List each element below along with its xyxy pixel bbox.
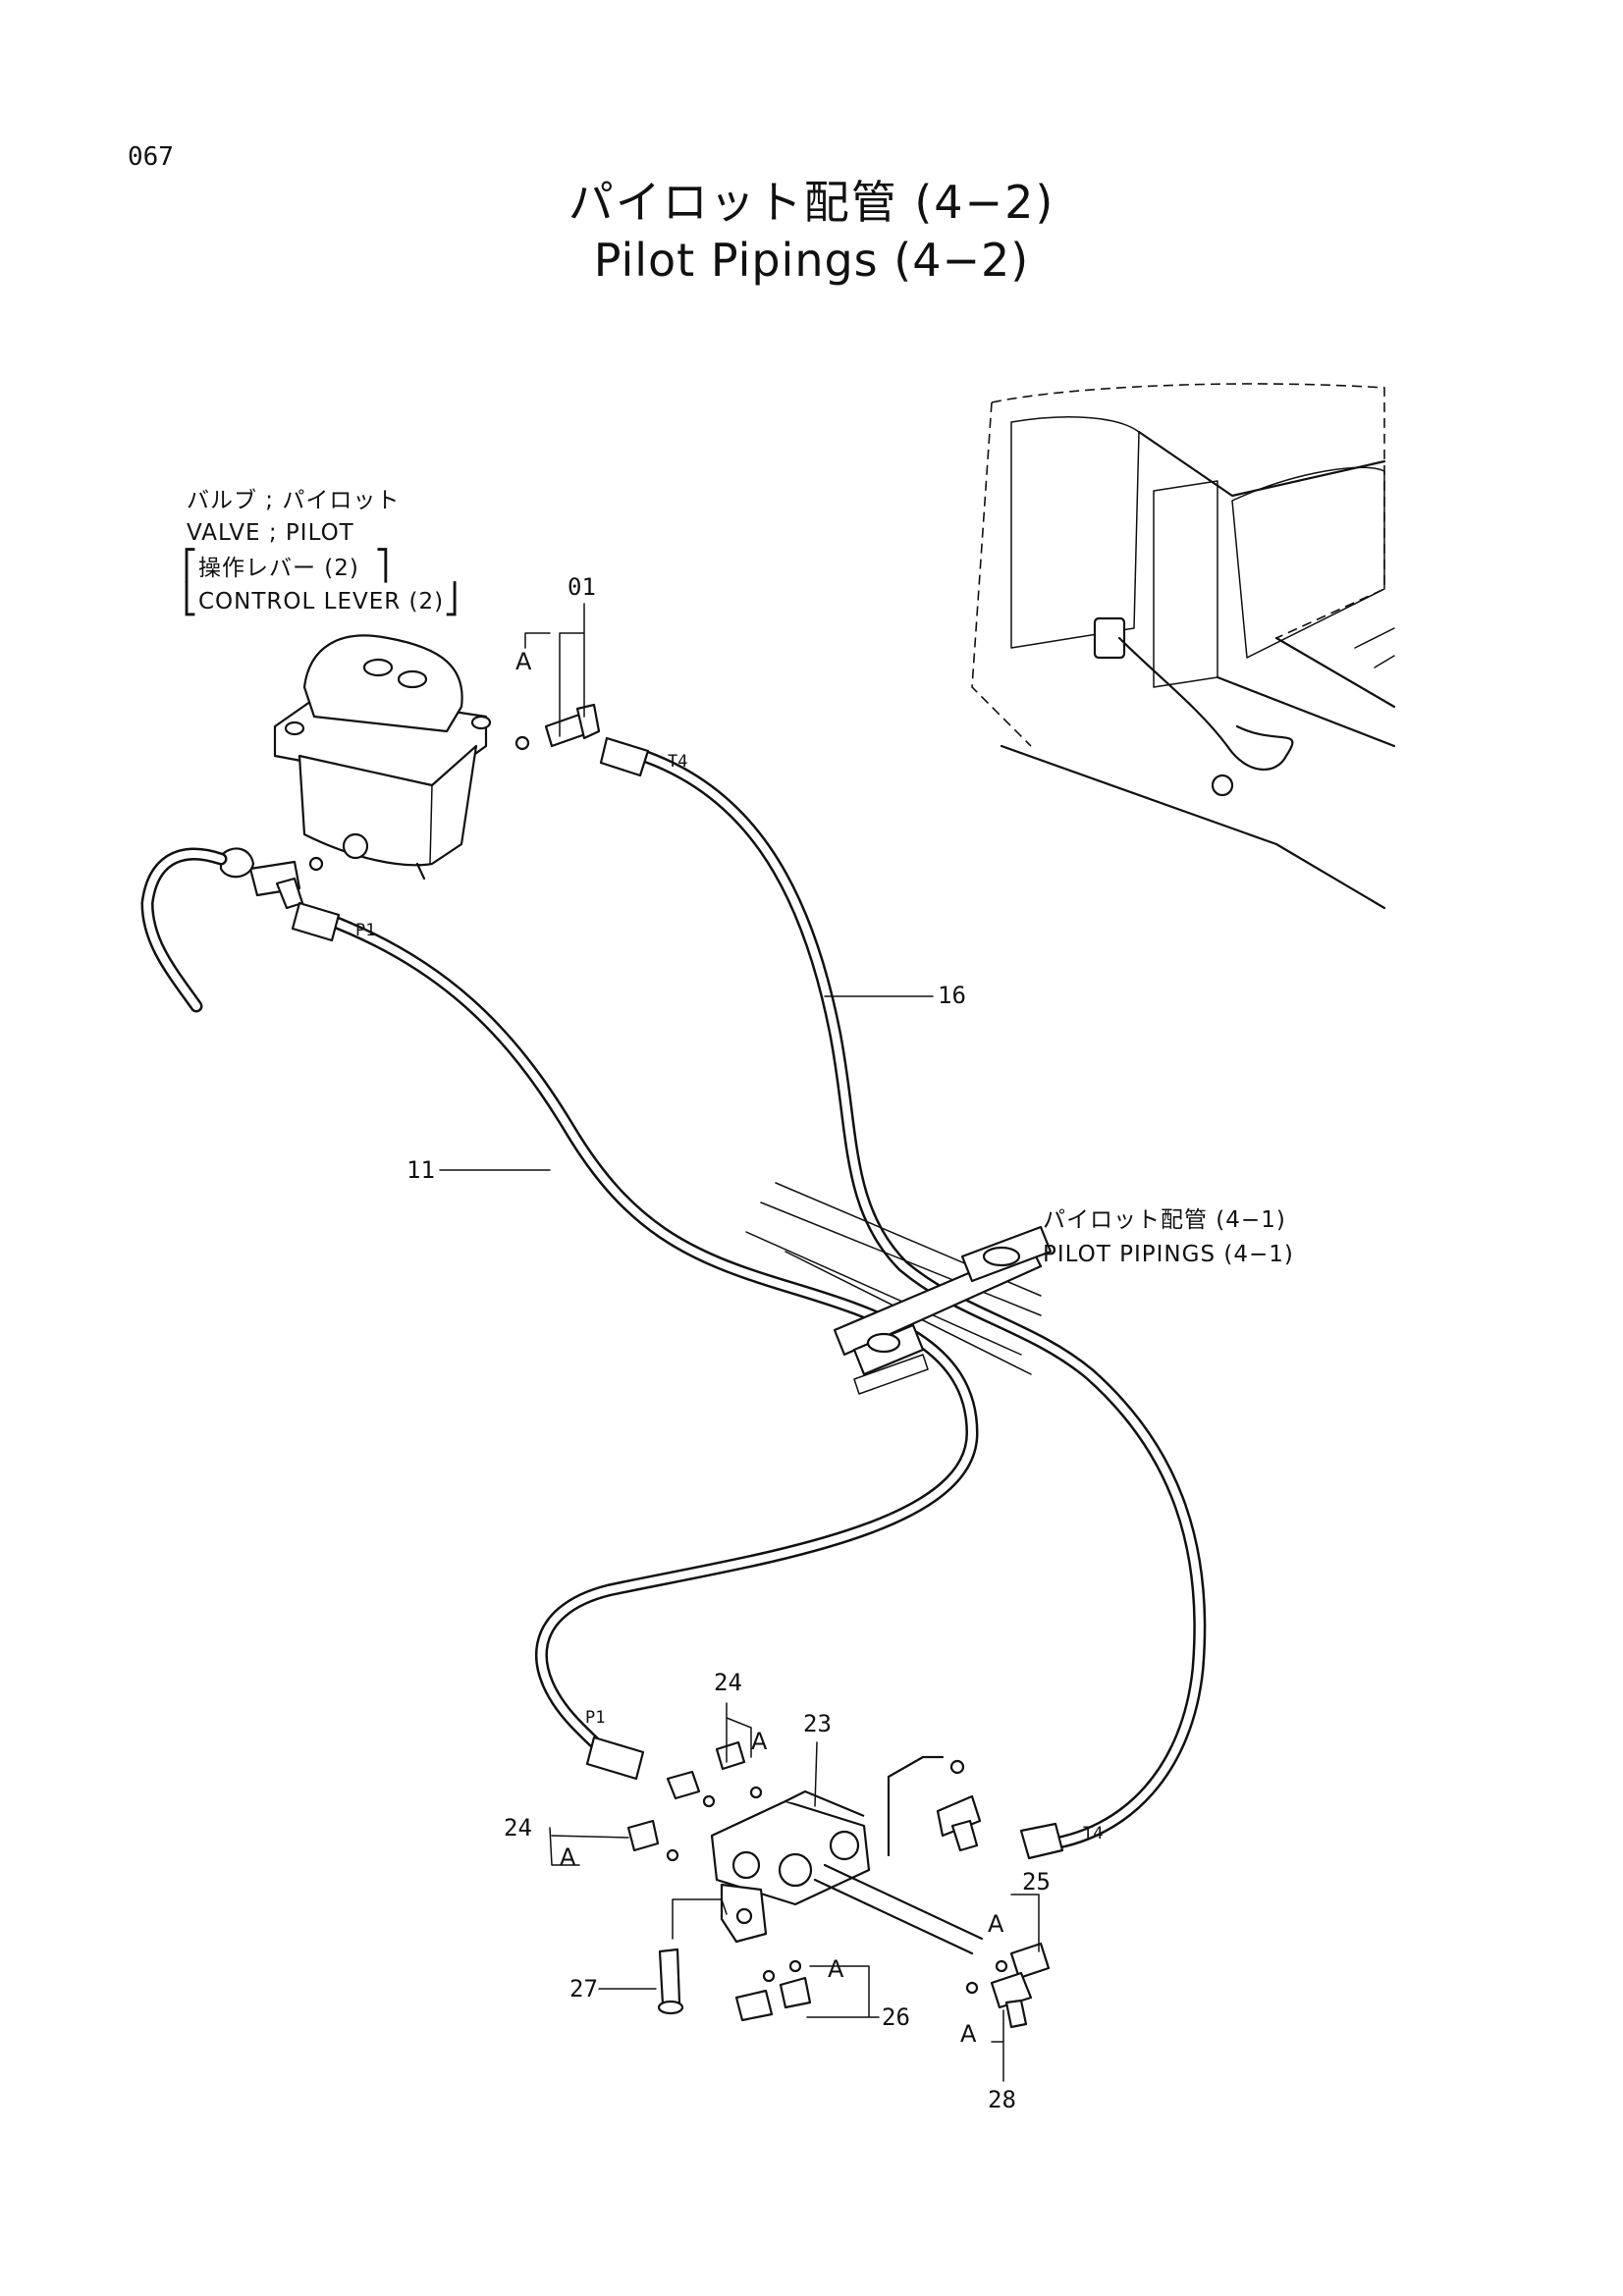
part-number-27: 27 <box>569 1975 598 2002</box>
control-lever-bracket: ⎡操作レバー (2)⎤ <box>183 549 391 583</box>
part-number-24-top: 24 <box>714 1669 742 1696</box>
part-number-26: 26 <box>882 2003 910 2031</box>
reference-label-jp: パイロット配管 (4−1) <box>1043 1207 1286 1233</box>
port-label-t4-top: T4 <box>668 752 688 772</box>
pilot-valve <box>273 634 492 867</box>
port-label-p1-bottom: P1 <box>585 1708 606 1728</box>
control-lever-label-en: CONTROL LEVER (2) <box>198 589 445 614</box>
valve-label-jp: バルブ ; パイロット <box>187 488 401 513</box>
hose-ends <box>291 736 1064 1860</box>
page-number: 067 <box>128 142 174 172</box>
hose-clamp <box>745 1182 1053 1395</box>
part-number-11: 11 <box>406 1156 435 1184</box>
page-title-japanese: パイロット配管 (4−2) <box>568 176 1055 229</box>
flag-a-pilot-valve: A <box>515 648 532 675</box>
page-title-english: Pilot Pipings (4−2) <box>593 234 1030 287</box>
port-label-t4-bottom: T4 <box>1083 1824 1104 1843</box>
leader-lines <box>439 603 1040 2082</box>
control-lever-label-jp: 操作レバー (2) <box>198 556 359 581</box>
flag-a-left-fitting: A <box>560 1843 576 1871</box>
part-number-01: 01 <box>568 573 596 601</box>
flag-a-fitting-28: A <box>960 2020 977 2048</box>
flag-a-fitting-25: A <box>988 1910 1004 1938</box>
flag-a-top-fitting: A <box>751 1728 768 1755</box>
shuttle-valve <box>710 1755 984 1955</box>
part-number-16: 16 <box>938 982 966 1009</box>
part-number-24-left: 24 <box>504 1814 532 1842</box>
port-label-p1-top: P1 <box>355 921 376 940</box>
reference-label-en: PILOT PIPINGS (4−1) <box>1043 1242 1294 1267</box>
part-number-23: 23 <box>803 1710 832 1737</box>
fitting-01 <box>415 703 601 881</box>
part-number-28: 28 <box>988 2086 1016 2113</box>
control-lever-bracket-bottom: ⎣CONTROL LEVER (2)⎦ <box>183 582 460 616</box>
valve-label-en: VALVE ; PILOT <box>187 520 354 546</box>
flag-a-fitting-26: A <box>828 1955 844 1983</box>
small-fittings <box>626 1740 1051 2029</box>
cab-inset <box>971 383 1396 910</box>
tee-fitting <box>219 847 324 910</box>
part-number-25: 25 <box>1022 1868 1051 1896</box>
